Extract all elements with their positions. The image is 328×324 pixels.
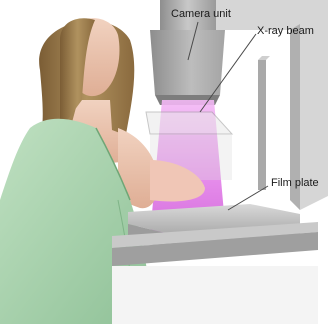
x-ray-beam-label: X-ray beam [257,25,314,37]
camera-unit-label: Camera unit [171,8,231,20]
camera-unit [150,30,225,105]
film-plate-label: Film plate [271,177,319,189]
